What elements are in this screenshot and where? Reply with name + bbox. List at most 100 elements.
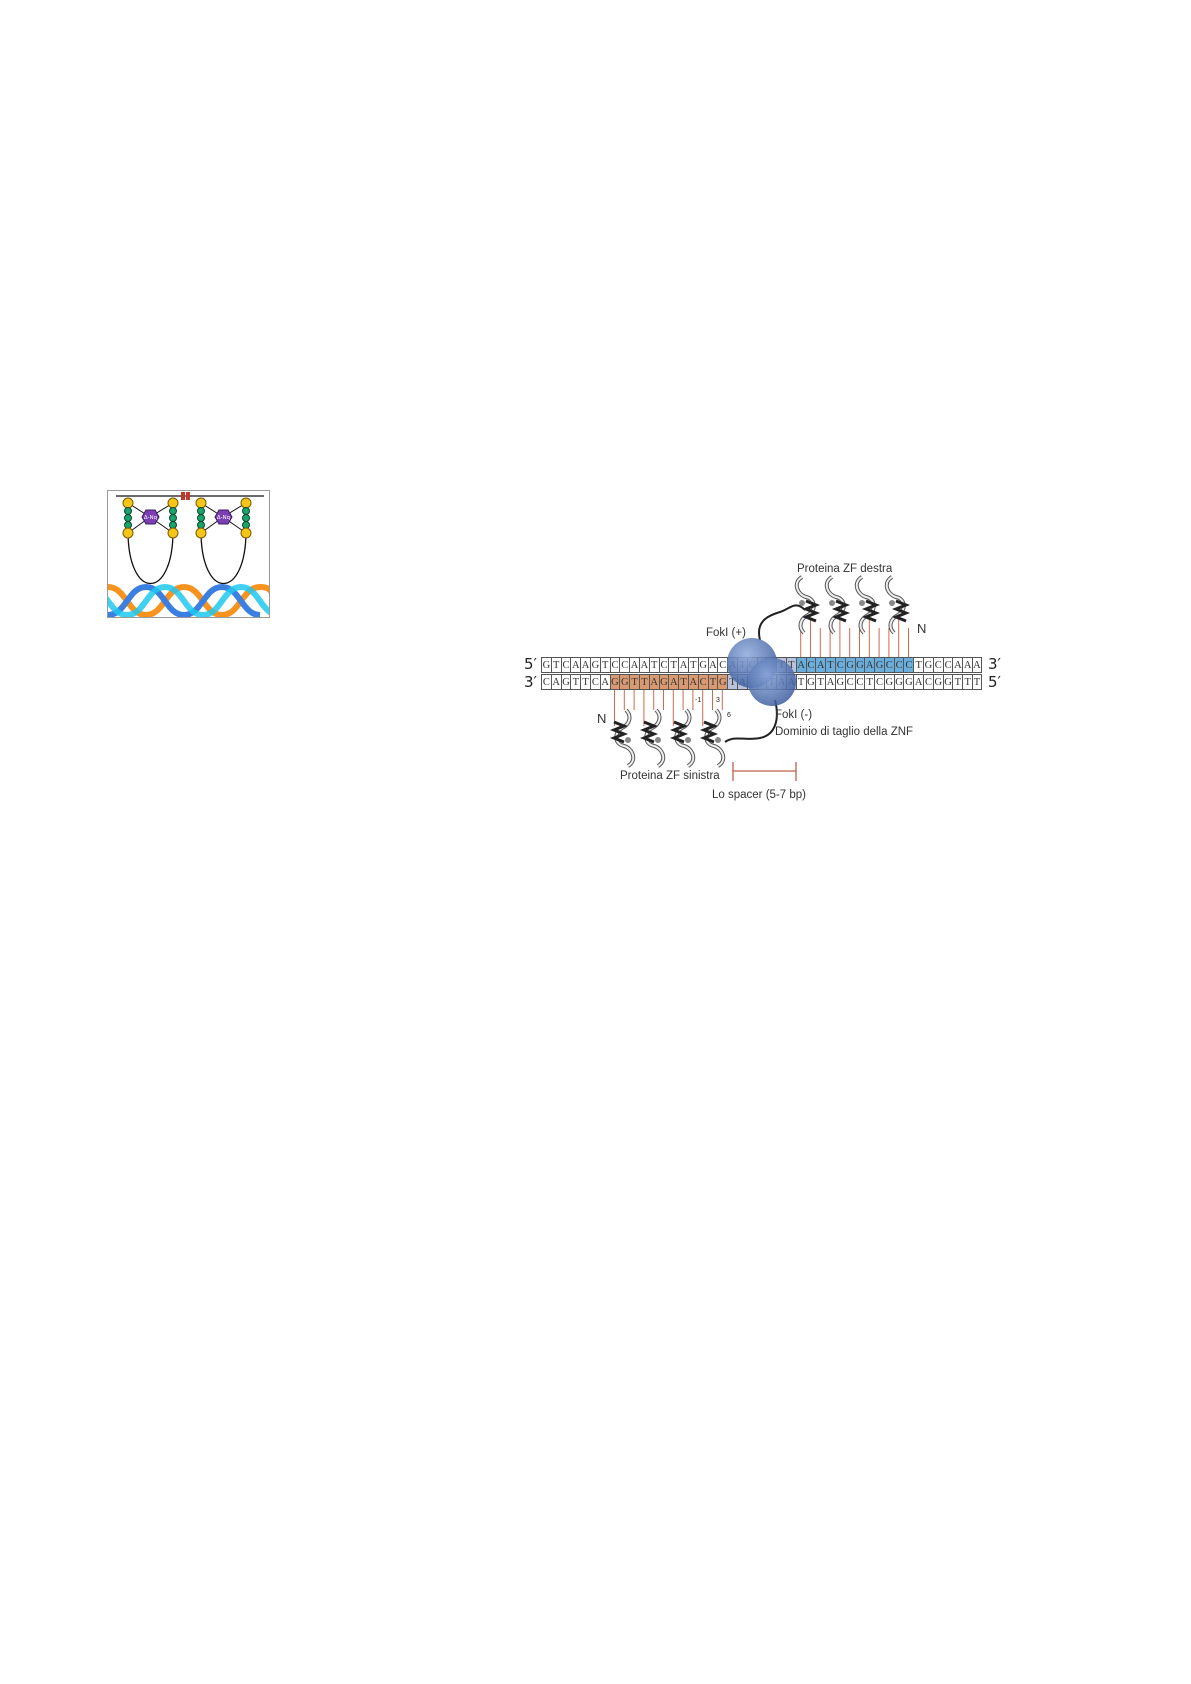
bottom-strand-base: A (648, 674, 659, 690)
zinc-finger-icon (699, 708, 726, 768)
bottom-strand-base: C (844, 674, 855, 690)
foki-plus-label: FokI (+) (706, 627, 746, 639)
zinc-finger-icon (824, 575, 851, 635)
top-strand-base: C (893, 657, 904, 673)
top-strand-base: G (589, 657, 600, 673)
zinc-finger-icon (669, 708, 696, 768)
top-strand-base: A (766, 657, 777, 673)
top-strand-base: T (825, 657, 835, 673)
top-strand-base: A (707, 657, 718, 673)
top-strand-base: C (834, 657, 845, 673)
position-label: -1 (695, 697, 702, 704)
top-strand-base: C (932, 657, 943, 673)
zinc-finger-icon (794, 575, 821, 635)
bottom-strand-base: A (913, 674, 924, 690)
bottom-strand-base: G (903, 674, 914, 690)
top-strand-base: A (864, 657, 875, 673)
zinc-finger-icon (854, 575, 881, 635)
bottom-strand-base: A (668, 674, 679, 690)
bottom-strand-base: G (883, 674, 894, 690)
bottom-strand-base: G (717, 674, 728, 690)
contact-lines (614, 618, 909, 726)
top-strand-base: A (815, 657, 826, 673)
bottom-strand-base: A (599, 674, 610, 690)
top-strand-base: G (697, 657, 708, 673)
top-strand-base: A (638, 657, 649, 673)
top-strand-base: A (972, 657, 982, 673)
top-strand-base: T (785, 657, 796, 673)
top-strand-base: G (844, 657, 855, 673)
hexagon-label-right: Δ-Nq (217, 515, 230, 521)
top-strand-base: C (942, 657, 953, 673)
bottom-strand-base: T (638, 674, 649, 690)
bottom-strand-base: T (962, 674, 973, 690)
top-strand-base: C (805, 657, 816, 673)
bottom-strand-base: T (864, 674, 875, 690)
top-strand-base: A (570, 657, 581, 673)
bottom-strand-base: G (560, 674, 571, 690)
top-strand-base: A (727, 657, 737, 673)
position-label: 3 (716, 697, 720, 704)
top-strand-base: C (883, 657, 894, 673)
bottom-strand-base: C (854, 674, 865, 690)
top-strand-base: G (923, 657, 933, 673)
zinc-finger-icon (639, 708, 666, 768)
bottom-strand-base: C (923, 674, 933, 690)
top-strand-base: T (736, 657, 747, 673)
bottom-strand-base: T (707, 674, 718, 690)
top-strand-base: A (629, 657, 639, 673)
top-strand-base: G (874, 657, 884, 673)
bottom-strand-base: T (815, 674, 826, 690)
bottom-strand-base: T (570, 674, 581, 690)
bottom-strand-base: A (825, 674, 835, 690)
top-strand-right-end: 3′ (988, 655, 1001, 673)
bottom-strand-base: G (834, 674, 845, 690)
top-strand-base: A (580, 657, 590, 673)
bottom-strand-base: A (776, 674, 786, 690)
bottom-strand-base: T (972, 674, 982, 690)
zinc-finger-icon (884, 575, 911, 635)
top-strand-base: G (541, 657, 551, 673)
bottom-strand-base: A (550, 674, 561, 690)
spacer-label: Lo spacer (5-7 bp) (712, 789, 806, 801)
spacer-bar (732, 762, 797, 781)
bottom-strand-base: C (541, 674, 551, 690)
bottom-strand-base: C (697, 674, 708, 690)
cleavage-domain-label: Dominio di taglio della ZNF (775, 726, 914, 738)
bottom-strand-base: G (619, 674, 630, 690)
bottom-strand-base: T (580, 674, 590, 690)
top-strand-base: G (854, 657, 865, 673)
right-linker (758, 604, 806, 641)
left-n-terminus: N (597, 711, 607, 726)
bottom-strand-base: T (756, 674, 767, 690)
top-strand-base: A (962, 657, 973, 673)
bottom-strand-base: T (629, 674, 639, 690)
top-strand-base: C (658, 657, 669, 673)
zinc-finger-schematic: Δ-Nq Δ-Nq (108, 492, 269, 617)
bottom-strand-base: G (609, 674, 620, 690)
bottom-strand-left-end: 3′ (524, 673, 537, 691)
top-strand-base: T (550, 657, 561, 673)
bottom-strand-base: T (678, 674, 688, 690)
left-protein-label: Proteina ZF sinistra (620, 770, 720, 782)
bottom-strand-base: A (736, 674, 747, 690)
bottom-strand-base: G (746, 674, 757, 690)
bottom-strand-base: G (893, 674, 904, 690)
top-strand-base: A (756, 657, 767, 673)
top-strand-base: A (952, 657, 963, 673)
top-strand-base: T (668, 657, 679, 673)
top-strand-base: T (913, 657, 924, 673)
bottom-strand-base: T (952, 674, 963, 690)
bottom-strand-base: G (658, 674, 669, 690)
position-label: 6 (727, 712, 731, 719)
top-strand-base: A (678, 657, 688, 673)
bottom-strand-right-end: 5′ (988, 673, 1001, 691)
bottom-strand-base: T (766, 674, 777, 690)
bottom-strand-base: C (589, 674, 600, 690)
top-strand-base: T (648, 657, 659, 673)
zinc-finger-icon (609, 708, 636, 768)
